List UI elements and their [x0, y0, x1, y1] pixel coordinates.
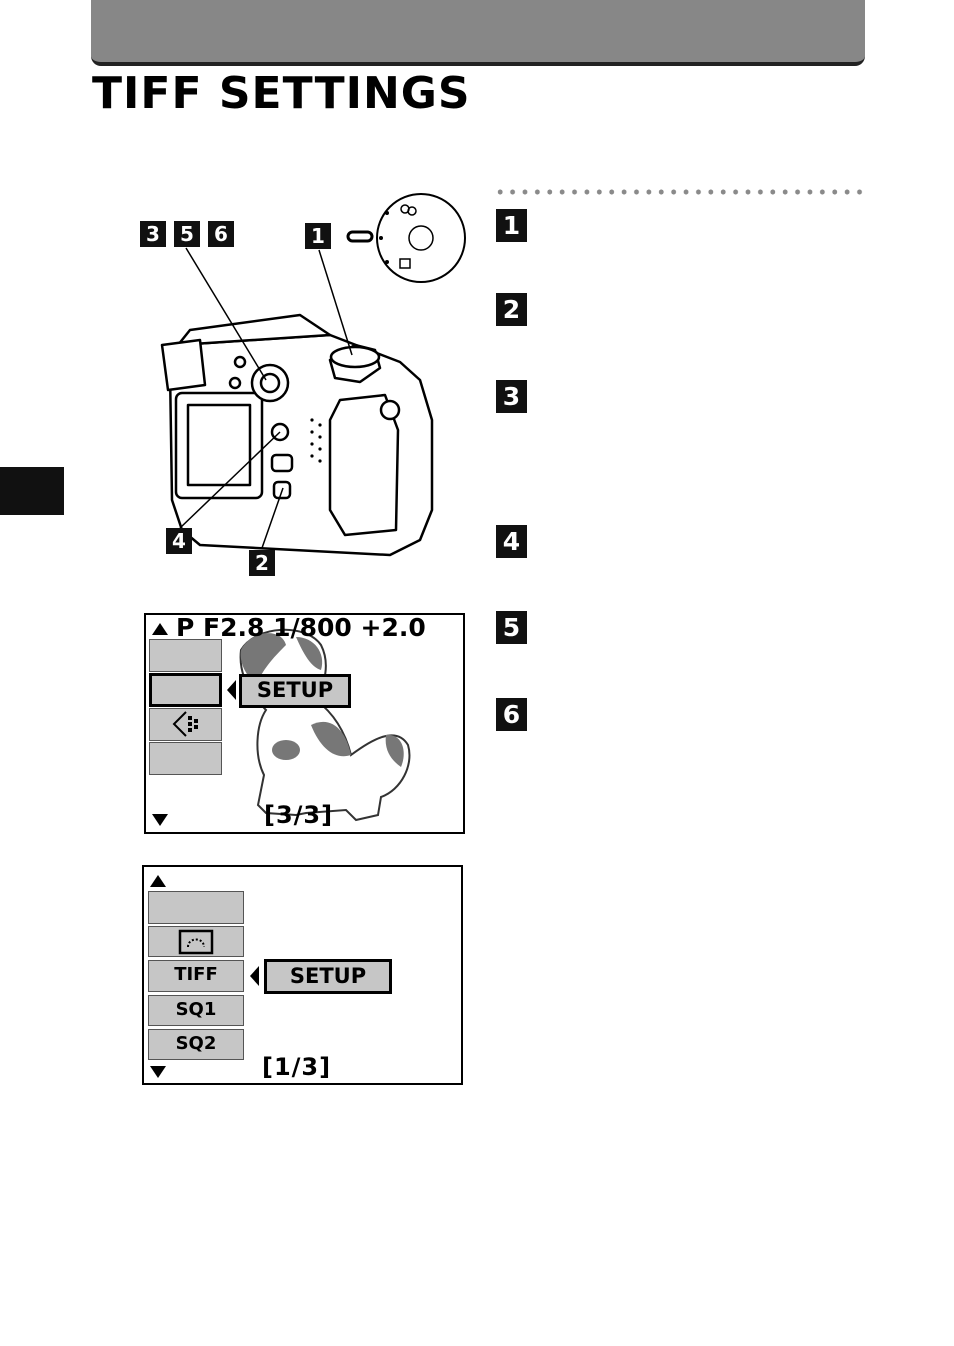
page-indicator: [1/3]: [262, 1053, 332, 1081]
callout-4: 4: [166, 528, 192, 554]
callout-5: 5: [174, 221, 200, 247]
setup-button[interactable]: SETUP: [239, 674, 351, 708]
page-indicator: [3/3]: [264, 801, 334, 829]
step-number-2: 2: [496, 293, 527, 326]
lcd-screen-menu-3: P F2.8 1/800 +2.0 SETUP [3/3]: [144, 613, 465, 834]
step-number-6: 6: [496, 698, 527, 731]
menu-tab-4[interactable]: [149, 742, 222, 775]
step-number-4: 4: [496, 525, 527, 558]
scroll-down-arrow[interactable]: [152, 814, 168, 826]
lcd-screen-menu-1: TIFF SQ1 SQ2 SETUP [1/3]: [142, 865, 463, 1085]
metering-icon: [178, 929, 214, 955]
scroll-down-arrow[interactable]: [150, 1066, 166, 1078]
select-arrow-icon: [250, 966, 259, 986]
setup-button[interactable]: SETUP: [264, 959, 392, 994]
card-setup-icon: [172, 711, 198, 737]
menu-tab-tiff[interactable]: TIFF: [148, 960, 244, 992]
scroll-up-arrow[interactable]: [150, 875, 166, 887]
callout-3: 3: [140, 221, 166, 247]
menu-tab-1[interactable]: [148, 891, 244, 924]
step-number-3: 3: [496, 380, 527, 413]
callout-1: 1: [305, 223, 331, 249]
chapter-tab: [0, 467, 64, 515]
menu-tab-1[interactable]: [149, 639, 222, 672]
menu-tab-metering[interactable]: [148, 926, 244, 957]
scroll-up-arrow[interactable]: [152, 623, 168, 635]
select-arrow-icon: [227, 680, 236, 700]
menu-tab-sq1[interactable]: SQ1: [148, 995, 244, 1026]
callout-2: 2: [249, 550, 275, 576]
exposure-readout: P F2.8 1/800 +2.0: [176, 613, 426, 642]
menu-tab-card-setup[interactable]: [149, 708, 222, 741]
callout-6: 6: [208, 221, 234, 247]
menu-tab-2-selected[interactable]: [149, 673, 222, 707]
page-title: TIFF SETTINGS: [92, 68, 471, 119]
menu-tab-sq2[interactable]: SQ2: [148, 1029, 244, 1060]
step-number-1: 1: [496, 209, 527, 242]
mode-dial-inset: [346, 193, 466, 283]
step-number-5: 5: [496, 611, 527, 644]
header-bar: [91, 0, 865, 66]
dotted-divider: [494, 189, 866, 195]
camera-illustration: [160, 193, 466, 557]
